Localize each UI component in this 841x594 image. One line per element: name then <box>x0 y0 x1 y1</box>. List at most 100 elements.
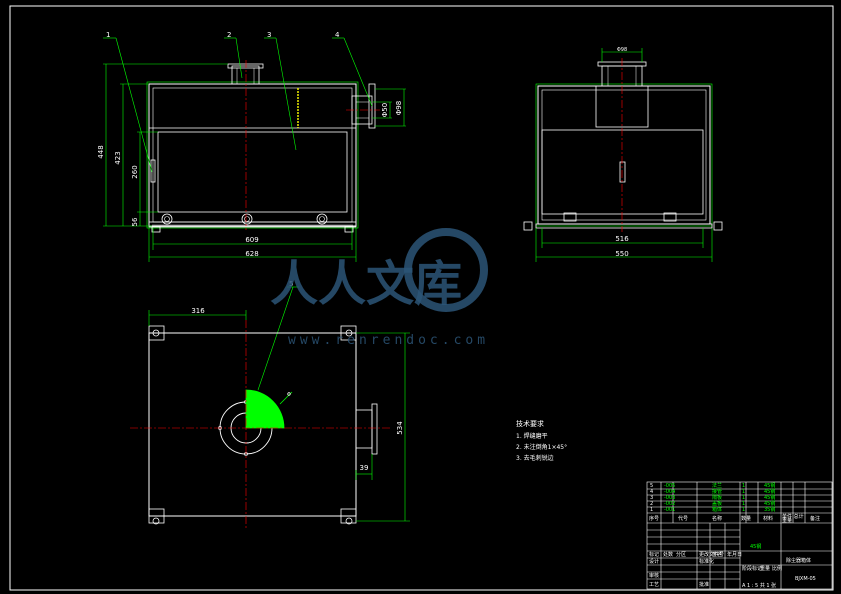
svg-text:45钢: 45钢 <box>764 488 775 495</box>
front-top-pipe <box>231 65 260 85</box>
svg-text:1: 1 <box>742 501 745 507</box>
dim-height-base: 56 <box>131 217 139 226</box>
tb-zone: 分区 <box>676 551 686 558</box>
front-door <box>157 131 348 213</box>
balloon-3: 3 <box>267 31 271 39</box>
front-outlet-3 <box>316 213 328 225</box>
tb-header-name: 名称 <box>712 515 722 522</box>
front-base <box>148 221 357 228</box>
svg-text:45钢: 45钢 <box>764 494 775 501</box>
parts-row-5: 5 -005 法兰 1 45钢 <box>650 482 775 489</box>
svg-text:45钢: 45钢 <box>764 500 775 507</box>
title-block: 5 -005 法兰 1 45钢 4 -004 接管 1 45钢 3 -003 隔… <box>646 481 833 590</box>
tb-design: 设计 <box>649 558 659 565</box>
svg-text:1: 1 <box>742 489 745 495</box>
dim-height-body: 423 <box>114 151 122 164</box>
tb-drawing-no: BJXM-05 <box>795 576 816 582</box>
side-view: Φ98 516 550 <box>523 47 723 262</box>
balloon-1: 1 <box>106 31 110 39</box>
top-dim-offset: 316 <box>191 307 205 315</box>
top-view: Φ 316 534 39 <box>130 307 410 530</box>
tb-scale: 比例 <box>772 565 782 572</box>
tb-standard: 标准化 <box>699 558 714 565</box>
tech-req-item-2: 2. 未注倒角1×45° <box>516 443 567 451</box>
tb-material: 45钢 <box>750 543 761 550</box>
svg-text:1: 1 <box>742 483 745 489</box>
tech-req-item-3: 3. 去毛刺锐边 <box>516 454 554 462</box>
dim-pipe-inner: Φ50 <box>381 103 389 117</box>
side-body-outer <box>537 85 711 225</box>
tb-header-material: 材料 <box>763 515 773 522</box>
balloon-5: 5 <box>289 280 293 288</box>
tb-header-weight: 单件 总计 <box>782 513 804 520</box>
dim-pipe-outer: Φ98 <box>395 101 403 115</box>
tb-header-code: 代号 <box>678 515 688 522</box>
svg-text:-004: -004 <box>664 489 675 495</box>
parts-row-4: 4 -004 接管 1 45钢 <box>650 488 775 495</box>
tb-sign: 签名 <box>712 551 722 558</box>
svg-text:4: 4 <box>650 489 653 495</box>
svg-text:-005: -005 <box>664 483 675 489</box>
front-body-inner <box>152 87 353 223</box>
watermark-en: www.renrendoc.com <box>288 333 489 348</box>
tb-scale-row: A 1 : 5 共 1 张 <box>742 582 776 589</box>
tb-weight: 重量 <box>760 565 770 572</box>
tb-header-weight2: 重量 <box>782 517 792 524</box>
front-outlet-1 <box>161 213 173 225</box>
balloon-4: 4 <box>335 31 340 39</box>
side-dim-top-flange: Φ98 <box>617 47 627 53</box>
technical-requirements: 技术要求 1. 焊缝磨平 2. 未注倒角1×45° 3. 去毛刺锐边 <box>516 419 567 462</box>
dim-height-door: 260 <box>131 165 139 178</box>
side-dim-width-inner: 516 <box>615 235 629 243</box>
watermark: 人人文库 www.renrendoc.com <box>270 228 489 348</box>
svg-text:3: 3 <box>650 495 653 501</box>
dim-height-total: 448 <box>97 145 105 158</box>
tech-req-item-1: 1. 焊缝磨平 <box>516 432 548 440</box>
front-view: 448 423 260 56 609 628 Φ50 Φ98 1 2 3 4 5 <box>97 31 406 391</box>
tb-count: 处数 <box>663 551 673 558</box>
side-dim-width-outer: 550 <box>615 250 628 258</box>
top-dim-hole: Φ <box>287 392 291 398</box>
top-section-hatch <box>245 389 285 429</box>
svg-text:箱体: 箱体 <box>712 506 722 513</box>
tb-stage: 阶段标记 <box>742 565 762 572</box>
svg-text:-001: -001 <box>664 507 675 513</box>
front-body-outer <box>148 83 357 227</box>
svg-text:45钢: 45钢 <box>764 482 775 489</box>
tb-header-qty: 数量 <box>741 515 751 522</box>
tb-review: 审核 <box>649 572 659 579</box>
svg-text:5: 5 <box>650 483 653 489</box>
tb-header-remark: 备注 <box>810 515 820 522</box>
tb-change-no: 更改文件号 <box>699 551 724 558</box>
parts-row-2: 2 -002 盖板 1 45钢 <box>650 500 775 507</box>
tb-craft: 工艺 <box>649 582 659 588</box>
svg-text:1: 1 <box>742 507 745 513</box>
front-outlet-2 <box>241 213 253 225</box>
svg-text:盖板: 盖板 <box>712 500 722 507</box>
top-dim-depth: 534 <box>396 421 404 435</box>
side-door <box>541 129 704 215</box>
svg-text:法兰: 法兰 <box>712 482 722 489</box>
svg-text:1: 1 <box>742 495 745 501</box>
svg-text:-002: -002 <box>664 501 675 507</box>
sheet-frame <box>9 5 834 591</box>
dim-width-inner: 609 <box>245 236 258 244</box>
svg-text:2: 2 <box>650 501 653 507</box>
tb-mark: 标记 <box>649 551 659 558</box>
svg-text:隔板: 隔板 <box>712 494 722 501</box>
svg-text:35钢: 35钢 <box>764 506 775 513</box>
tb-approve: 批准 <box>699 581 709 588</box>
watermark-cn: 人人文库 <box>270 256 462 312</box>
svg-text:接管: 接管 <box>712 488 722 495</box>
parts-row-1: 1 -001 箱体 1 35钢 <box>650 506 775 513</box>
top-dim-pipe-offset: 39 <box>360 464 369 472</box>
svg-text:-003: -003 <box>664 495 675 501</box>
dim-width-outer: 628 <box>245 250 258 258</box>
tech-req-title: 技术要求 <box>516 419 544 428</box>
tb-date: 年月日 <box>727 551 742 558</box>
tb-header-no: 序号 <box>649 515 659 522</box>
parts-row-3: 3 -003 隔板 1 45钢 <box>650 494 775 501</box>
balloon-2: 2 <box>227 31 231 39</box>
svg-text:1: 1 <box>650 507 653 513</box>
